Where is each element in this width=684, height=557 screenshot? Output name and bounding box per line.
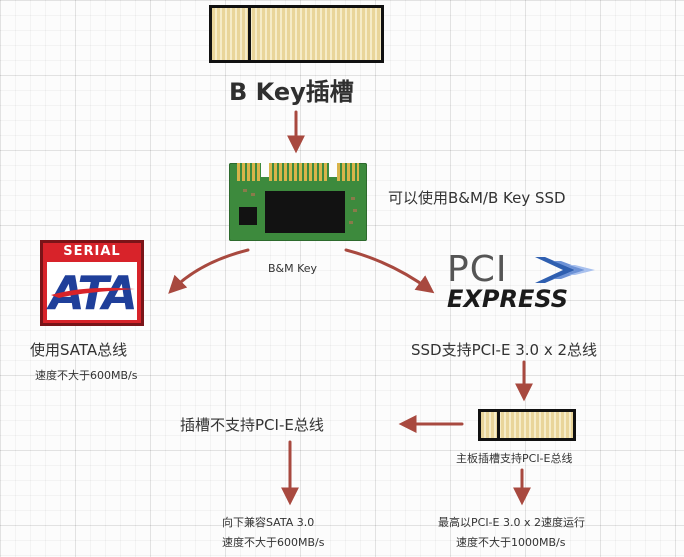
bkey-slot-top-icon — [209, 5, 384, 63]
mainboard-slot-icon — [478, 409, 576, 441]
board-slot-pcie-label: 主板插槽支持PCI-E总线 — [456, 452, 573, 465]
pcie-logo-bottom-text: EXPRESS — [447, 285, 569, 313]
sata-logo-top-text: SERIAL — [43, 243, 141, 260]
bm-ssd-label: 可以使用B&M/B Key SSD — [388, 189, 566, 207]
serial-ata-logo: SERIAL ATA — [40, 240, 144, 326]
arrow-ssd-to-sata — [168, 248, 250, 294]
m2-ssd-card-icon — [229, 163, 367, 241]
max-pcie-line2: 速度不大于1000MB/s — [456, 536, 566, 549]
pcie-chevron-icon — [535, 257, 595, 283]
sata-bus-label: 使用SATA总线 — [30, 341, 128, 359]
sata-speed-label: 速度不大于600MB/s — [35, 369, 138, 382]
pcie-bus-label: SSD支持PCI-E 3.0 x 2总线 — [411, 341, 598, 359]
arrow-ssd-to-pcie — [344, 248, 435, 294]
sata-swoosh-icon — [51, 287, 135, 298]
max-pcie-line1: 最高以PCI-E 3.0 x 2速度运行 — [438, 516, 585, 529]
pci-express-logo: PCI EXPRESS — [447, 249, 605, 317]
compat-sata-line2: 速度不大于600MB/s — [222, 536, 325, 549]
bkey-slot-title: B Key插槽 — [229, 78, 354, 106]
pcie-logo-top-text: PCI — [447, 249, 508, 290]
bm-key-label: B&M Key — [268, 262, 318, 275]
compat-sata-line1: 向下兼容SATA 3.0 — [222, 516, 315, 529]
slot-no-pcie-label: 插槽不支持PCI-E总线 — [180, 416, 324, 434]
